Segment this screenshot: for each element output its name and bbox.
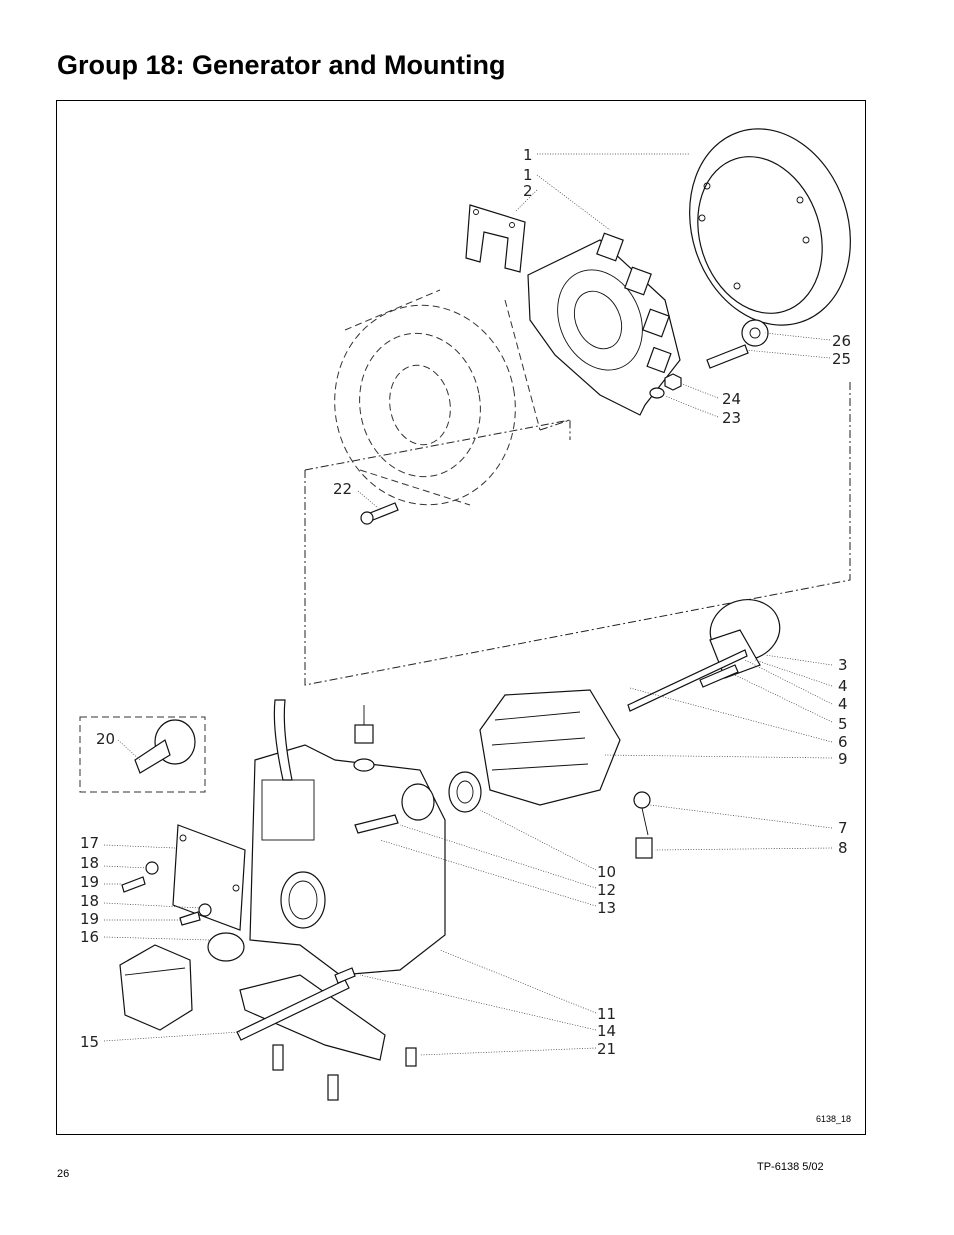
- callout-24: 24: [722, 390, 741, 408]
- callout-15: 15: [80, 1033, 99, 1051]
- small-fasteners-left: [121, 861, 245, 962]
- wireless-sensor-option: [79, 716, 206, 793]
- mounting-bracket: [465, 204, 526, 273]
- top-mount-stack: [353, 705, 375, 772]
- callout-12: 12: [597, 881, 616, 899]
- page-title: Group 18: Generator and Mounting: [57, 50, 506, 80]
- lower-mount-feet: [236, 967, 417, 1101]
- callout-6: 6: [838, 733, 848, 751]
- callout-2: 2: [523, 182, 533, 200]
- callout-18a: 18: [80, 854, 99, 872]
- callout-4a: 4: [838, 677, 848, 695]
- callout-9: 9: [838, 750, 848, 768]
- callout-26: 26: [832, 332, 851, 350]
- diagram-frame: [56, 100, 866, 1135]
- callout-18b: 18: [80, 892, 99, 910]
- callout-11: 11: [597, 1005, 616, 1023]
- cover-plate: [172, 824, 246, 931]
- callout-22: 22: [333, 480, 352, 498]
- callout-17: 17: [80, 834, 99, 852]
- callout-14: 14: [597, 1022, 616, 1040]
- callout-16: 16: [80, 928, 99, 946]
- callout-21: 21: [597, 1040, 616, 1058]
- housing-ghost-outline: [334, 289, 541, 506]
- armature: [448, 689, 621, 813]
- callout-8: 8: [838, 839, 848, 857]
- callout-4b: 4: [838, 695, 848, 713]
- callout-3: 3: [838, 656, 848, 674]
- electrical-box: [119, 944, 193, 1031]
- page-number: 26: [57, 1168, 70, 1180]
- assembly-line: [304, 380, 851, 686]
- callout-23: 23: [722, 409, 741, 427]
- callout-20: 20: [96, 730, 115, 748]
- callout-19b: 19: [80, 910, 99, 928]
- document-id: TP-6138 5/02: [757, 1161, 824, 1173]
- callout-7: 7: [838, 819, 848, 837]
- figure-id: 6138_18: [816, 1114, 851, 1124]
- callout-1b: 1: [523, 166, 533, 184]
- callout-10: 10: [597, 863, 616, 881]
- callout-1a: 1: [523, 146, 533, 164]
- rotor-hub: [627, 599, 781, 712]
- callout-25: 25: [832, 350, 851, 368]
- callout-13: 13: [597, 899, 616, 917]
- stator-ring: [689, 128, 851, 326]
- leader-lines: [103, 153, 833, 1056]
- callout-5: 5: [838, 715, 848, 733]
- end-bracket-with-brushes: [527, 232, 681, 416]
- sensor-and-plug: [633, 791, 653, 859]
- sprocket-and-fasteners-top: [360, 319, 769, 525]
- callout-19a: 19: [80, 873, 99, 891]
- callout-labels: 1 1 2 26 25 24 23 22 3 4 4 5 6 9 20 17 1…: [80, 146, 851, 1058]
- adapter-housing: [249, 699, 446, 976]
